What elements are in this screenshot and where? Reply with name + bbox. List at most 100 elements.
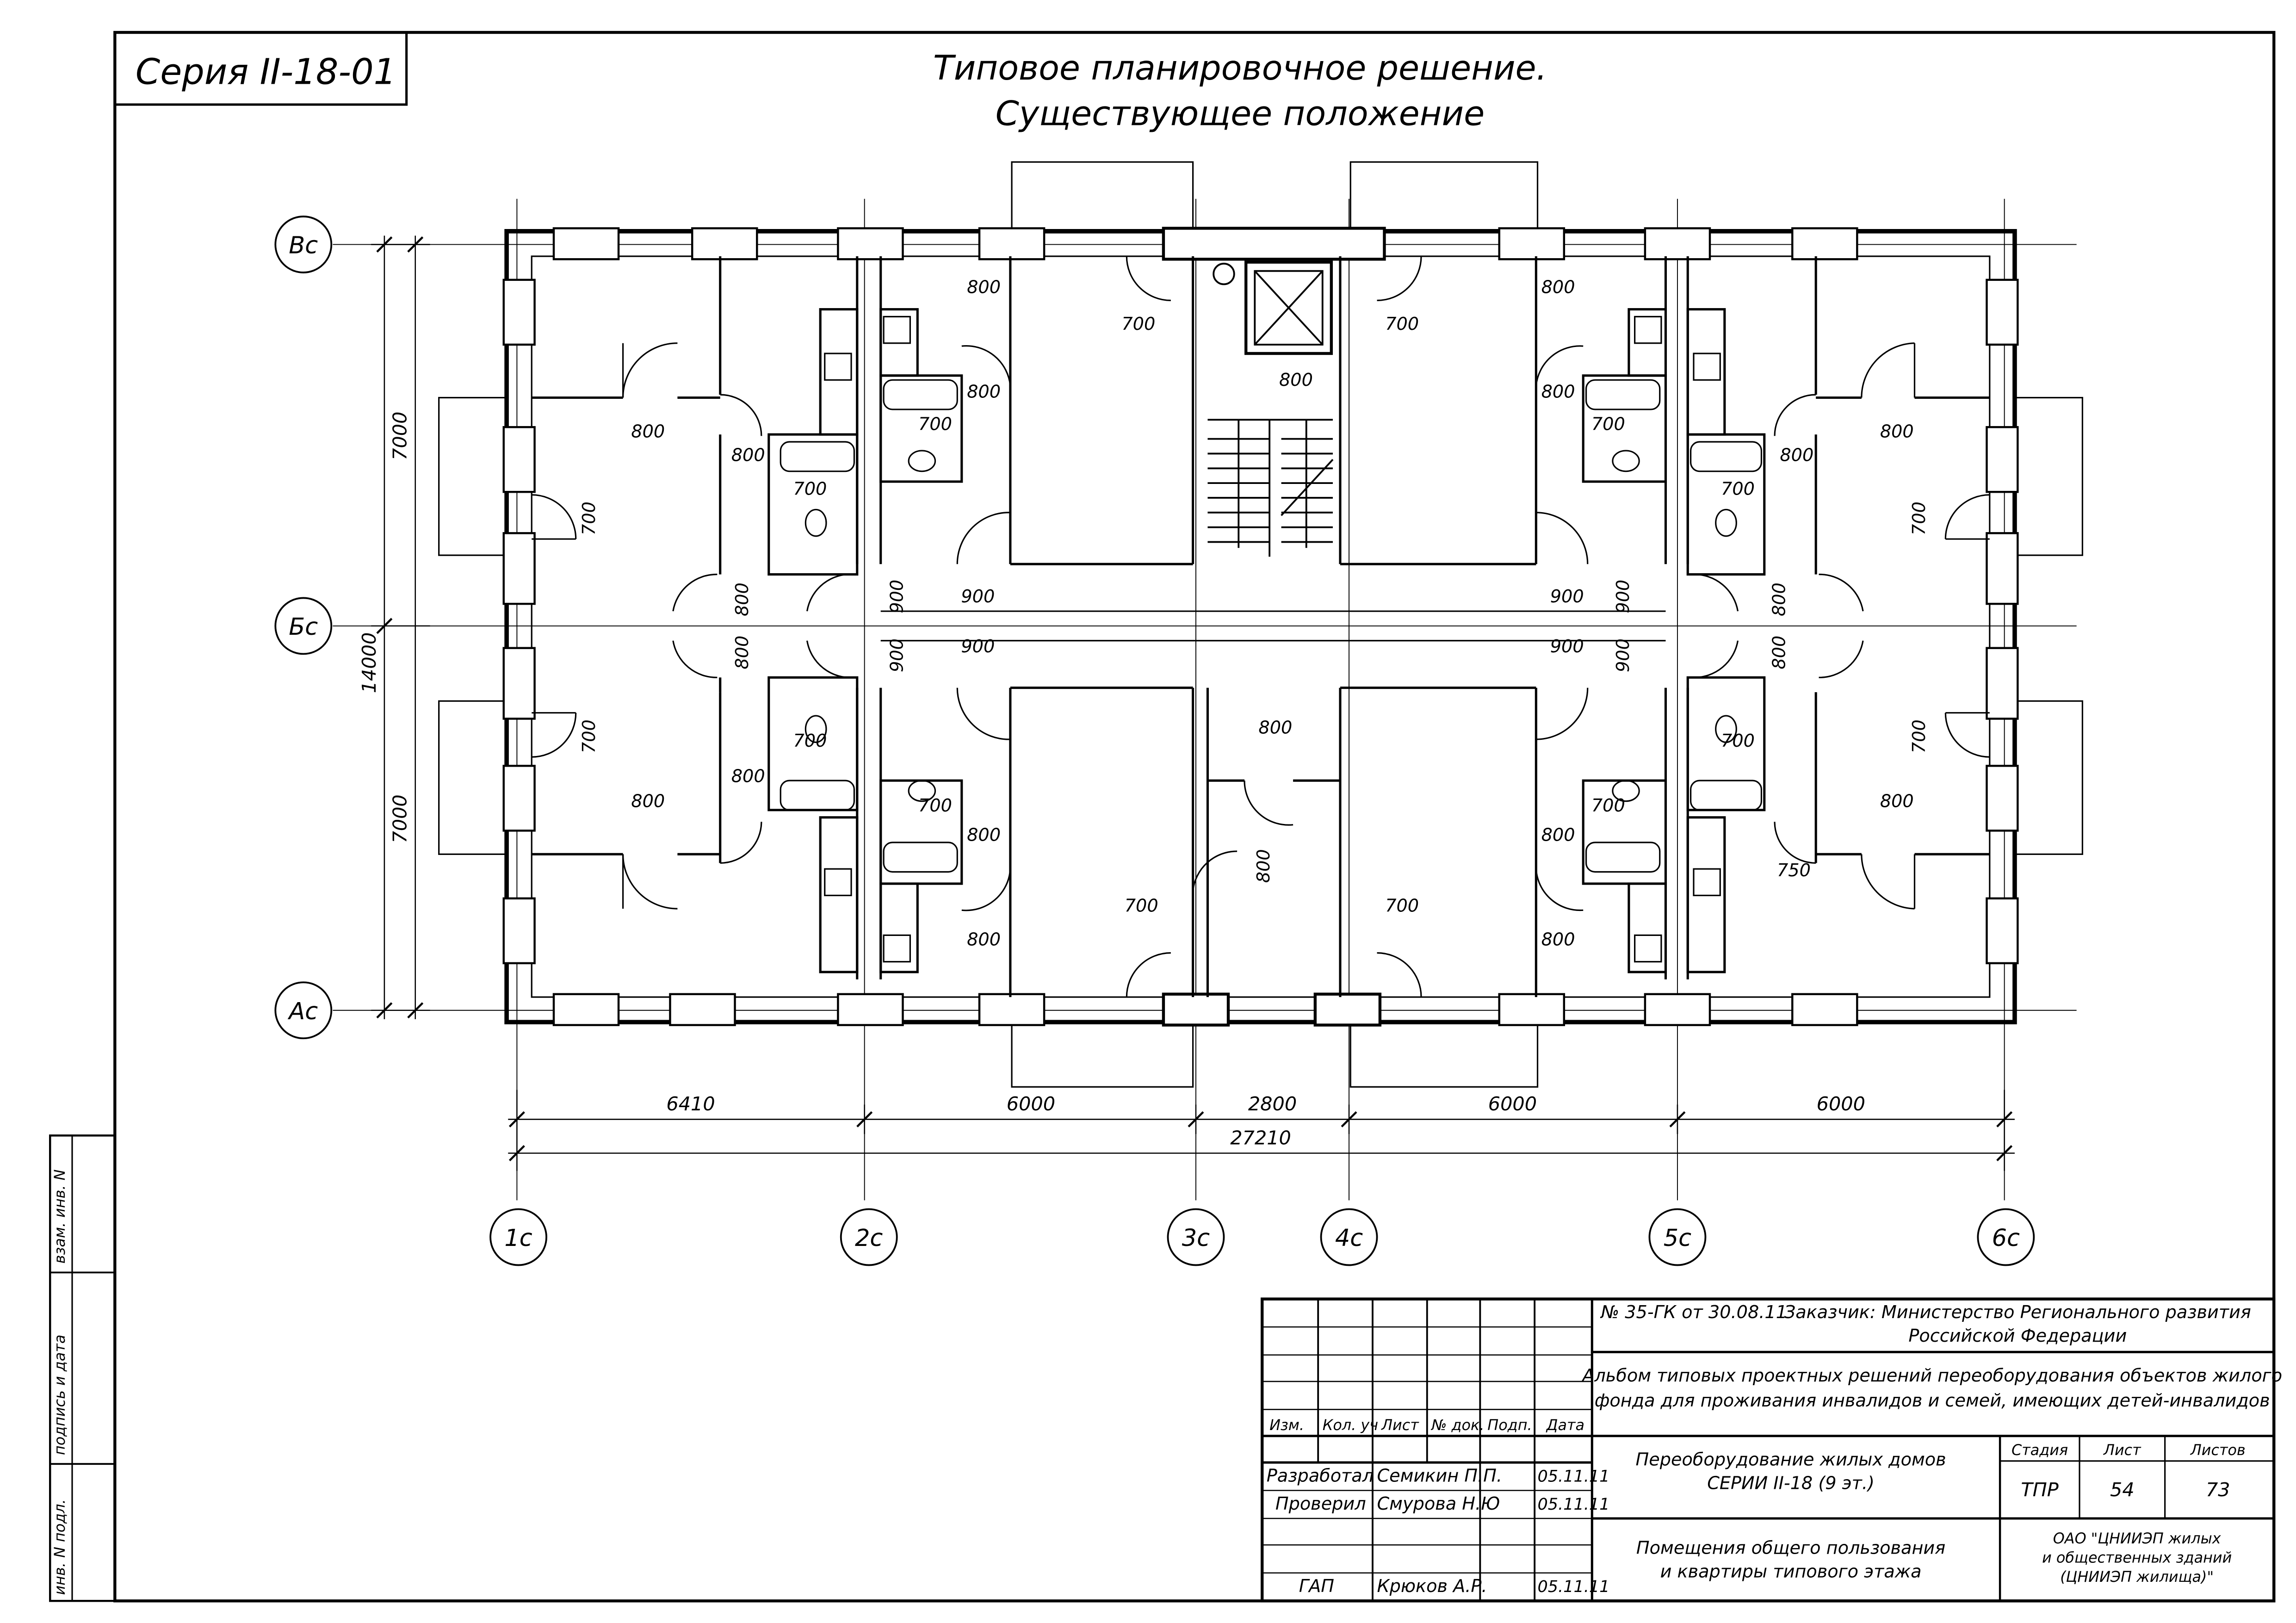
axis-col-6: 6с <box>1992 1225 2020 1252</box>
title-block <box>1261 1297 2276 1603</box>
tb-sheets-h: Листов <box>2190 1441 2246 1459</box>
axis-col-4: 4с <box>1335 1225 1363 1252</box>
svg-text:800: 800 <box>1541 825 1575 846</box>
svg-text:900: 900 <box>887 638 907 672</box>
dim-left-total: 14000 <box>358 632 380 694</box>
svg-text:800: 800 <box>731 766 765 787</box>
svg-text:900: 900 <box>1613 638 1634 672</box>
dim-2-3: 6000 <box>1007 1093 1055 1115</box>
tb-date-1: 05.11.11 <box>1538 1467 1610 1486</box>
dim-left-upper: 7000 <box>389 412 411 460</box>
exterior-walls <box>504 229 2017 1024</box>
tb-object-1: Переоборудование жилых домов <box>1636 1450 1946 1470</box>
tb-sheet-h: Лист <box>2103 1441 2141 1459</box>
svg-text:700: 700 <box>793 479 827 500</box>
svg-text:900: 900 <box>1550 637 1584 657</box>
svg-text:700: 700 <box>579 502 600 535</box>
windows <box>502 227 2019 1027</box>
tb-customer-2: Российской Федерации <box>1908 1326 2127 1346</box>
dim-1-2: 6410 <box>666 1093 715 1115</box>
tb-album-2: фонда для проживания инвалидов и семей, … <box>1595 1391 2270 1411</box>
svg-text:800: 800 <box>967 930 1001 950</box>
svg-text:800: 800 <box>1880 421 1914 442</box>
tb-h-doc: № док. <box>1430 1416 1484 1434</box>
tb-role-2: Проверил <box>1275 1494 1366 1514</box>
sanitary-fixtures <box>780 316 1762 963</box>
svg-text:800: 800 <box>967 382 1001 402</box>
axis-row-v: Вс <box>289 232 318 260</box>
svg-text:700: 700 <box>1909 719 1930 753</box>
sheet-frame <box>49 31 2276 1603</box>
svg-text:800: 800 <box>1541 930 1575 950</box>
svg-text:700: 700 <box>1121 314 1155 335</box>
dim-total: 27210 <box>1230 1127 1291 1149</box>
svg-text:700: 700 <box>1125 896 1158 916</box>
balconies <box>438 161 2083 1088</box>
tb-name-2: Смурова Н.Ю <box>1377 1494 1500 1514</box>
axis-row-a: Ас <box>287 998 318 1025</box>
svg-text:800: 800 <box>732 582 753 616</box>
dimension-lines <box>371 235 2015 1171</box>
tb-h-kol: Кол. уч <box>1323 1416 1378 1434</box>
grid-lines <box>333 198 2077 1201</box>
svg-text:700: 700 <box>1385 314 1419 335</box>
tb-date-3: 05.11.11 <box>1538 1578 1610 1596</box>
axis-col-5: 5с <box>1664 1225 1691 1252</box>
tb-stage-h: Стадия <box>2011 1441 2068 1459</box>
svg-text:800: 800 <box>967 825 1001 846</box>
svg-text:800: 800 <box>631 791 665 812</box>
svg-text:750: 750 <box>1777 861 1811 881</box>
tb-sheet-v: 54 <box>2110 1479 2135 1501</box>
axis-bubbles <box>274 216 2035 1266</box>
svg-text:700: 700 <box>1721 731 1755 751</box>
tb-customer-1: Заказчик: Министерство Регионального раз… <box>1784 1302 2251 1323</box>
svg-text:800: 800 <box>1279 370 1313 390</box>
svg-text:700: 700 <box>918 796 952 816</box>
door-swings <box>532 256 1990 997</box>
drawing-title: Типовое планировочное решение. <box>933 49 1547 88</box>
svg-text:700: 700 <box>1591 415 1625 435</box>
dim-left-lower: 7000 <box>389 794 411 843</box>
svg-text:800: 800 <box>1258 718 1292 738</box>
tb-album-1: Альбом типовых проектных решений переобо… <box>1581 1366 2282 1386</box>
svg-text:900: 900 <box>1613 580 1634 613</box>
interior-walls <box>532 256 1990 997</box>
series-label: Серия II-18-01 <box>136 51 396 93</box>
svg-text:800: 800 <box>967 277 1001 297</box>
axis-col-1: 1с <box>504 1225 532 1252</box>
tb-date-2: 05.11.11 <box>1538 1495 1610 1514</box>
svg-text:800: 800 <box>732 636 753 669</box>
svg-text:800: 800 <box>1780 445 1813 465</box>
side-stamp-signature: подпись и дата <box>51 1335 68 1456</box>
tb-stage-v: ТПР <box>2021 1479 2058 1501</box>
svg-text:800: 800 <box>1769 582 1789 616</box>
svg-text:900: 900 <box>961 637 995 657</box>
svg-text:700: 700 <box>793 731 827 751</box>
tb-h-date: Дата <box>1546 1416 1584 1434</box>
tb-sheet-title-1: Помещения общего пользования <box>1636 1538 1945 1558</box>
svg-text:800: 800 <box>1541 382 1575 402</box>
svg-text:700: 700 <box>579 719 600 753</box>
svg-text:900: 900 <box>1550 587 1584 607</box>
axis-row-b: Бс <box>289 613 318 641</box>
svg-text:800: 800 <box>1541 277 1575 297</box>
tb-contract: № 35-ГК от 30.08.11 <box>1600 1302 1787 1323</box>
side-stamp-replace: взам. инв. N <box>51 1170 68 1264</box>
side-stamp-inventory: инв. N подл. <box>51 1499 68 1595</box>
svg-text:800: 800 <box>731 445 765 465</box>
svg-text:700: 700 <box>1591 796 1625 816</box>
axis-col-2: 2с <box>855 1225 883 1252</box>
axis-col-3: 3с <box>1182 1225 1210 1252</box>
svg-text:800: 800 <box>1769 636 1789 669</box>
svg-text:800: 800 <box>1880 791 1914 812</box>
tb-org-2: и общественных зданий <box>2042 1549 2232 1566</box>
svg-text:800: 800 <box>1254 849 1274 883</box>
tb-role-3: ГАП <box>1299 1576 1334 1597</box>
tb-object-2: СЕРИИ II-18 (9 эт.) <box>1707 1473 1875 1493</box>
tb-sheet-title-2: и квартиры типового этажа <box>1660 1561 1922 1582</box>
svg-text:700: 700 <box>1721 479 1755 500</box>
dim-4-5: 6000 <box>1488 1093 1537 1115</box>
dim-3-4: 2800 <box>1248 1093 1297 1115</box>
svg-text:900: 900 <box>961 587 995 607</box>
